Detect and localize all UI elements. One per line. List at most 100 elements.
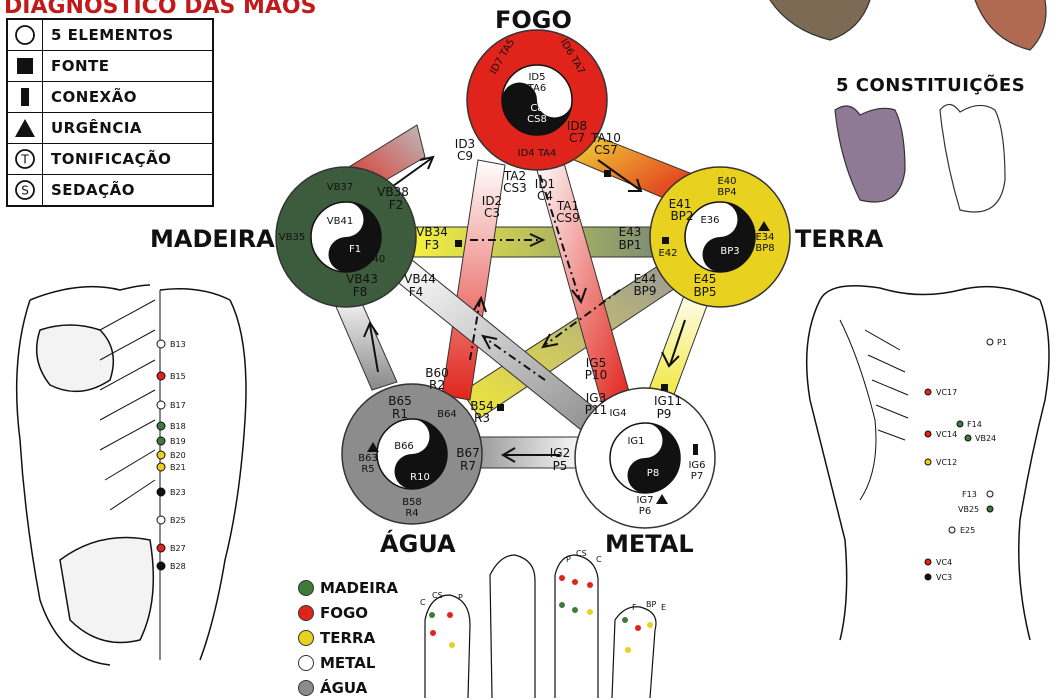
back-figure — [17, 285, 246, 665]
svg-text:VB25: VB25 — [958, 505, 979, 514]
svg-text:P9: P9 — [657, 407, 672, 421]
svg-text:F14: F14 — [967, 420, 982, 429]
back-points: B13 B15 B17 B18 B19 B20 B21 B23 B25 B27 … — [157, 340, 186, 571]
svg-text:BP9: BP9 — [633, 284, 656, 298]
svg-text:B28: B28 — [170, 562, 186, 571]
key-row-agua: ÁGUA — [298, 675, 398, 700]
key-label: ÁGUA — [320, 679, 367, 697]
element-terra: E36 BP3 E40 BP4 E34 BP8 E42 — [650, 167, 790, 307]
svg-text:C8: C8 — [530, 103, 543, 114]
key-row-terra: TERRA — [298, 625, 398, 650]
svg-text:CS: CS — [576, 549, 587, 558]
svg-text:B63: B63 — [358, 453, 378, 464]
svg-text:C7: C7 — [569, 131, 585, 145]
key-label: METAL — [320, 654, 375, 672]
svg-text:CS7: CS7 — [594, 143, 618, 157]
madeira-dot-icon — [298, 580, 314, 596]
svg-text:B17: B17 — [170, 401, 186, 410]
element-fogo: ID5 TA6 C8 CS8 ID7 TA5 ID6 TA7 ID4 TA4 — [467, 30, 607, 170]
svg-text:R2: R2 — [429, 378, 445, 392]
svg-text:F: F — [632, 603, 637, 612]
svg-text:IG4: IG4 — [609, 408, 626, 419]
svg-text:R4: R4 — [405, 508, 418, 519]
svg-text:IG11: IG11 — [654, 394, 682, 408]
svg-text:P10: P10 — [585, 368, 608, 382]
svg-text:VB24: VB24 — [975, 434, 996, 443]
svg-text:C4: C4 — [537, 189, 553, 203]
svg-text:BP5: BP5 — [693, 285, 716, 299]
svg-text:VB43: VB43 — [346, 272, 378, 286]
svg-text:BP4: BP4 — [717, 187, 736, 198]
key-label: TERRA — [320, 629, 375, 647]
svg-text:R1: R1 — [392, 407, 408, 421]
svg-text:BP1: BP1 — [618, 238, 641, 252]
fogo-dot-icon — [298, 605, 314, 621]
svg-text:IG1: IG1 — [627, 436, 644, 447]
svg-text:VB40: VB40 — [359, 254, 385, 265]
svg-text:B64: B64 — [437, 409, 457, 420]
svg-text:P6: P6 — [639, 506, 651, 517]
svg-text:E42: E42 — [658, 248, 677, 259]
svg-text:R3: R3 — [474, 411, 490, 425]
svg-text:BP3: BP3 — [720, 246, 739, 257]
band-metal-agua — [476, 437, 588, 468]
key-row-fogo: FOGO — [298, 600, 398, 625]
color-key: MADEIRA FOGO TERRA METAL ÁGUA — [298, 575, 398, 700]
svg-text:B18: B18 — [170, 422, 186, 431]
svg-text:B15: B15 — [170, 372, 186, 381]
svg-text:CS3: CS3 — [503, 181, 527, 195]
label-metal: METAL — [605, 530, 694, 558]
svg-text:TA6: TA6 — [527, 83, 547, 94]
svg-text:B13: B13 — [170, 340, 186, 349]
svg-text:VC17: VC17 — [936, 388, 957, 397]
finger-illustrations — [425, 555, 656, 698]
svg-text:ID4 TA4: ID4 TA4 — [518, 148, 557, 159]
svg-text:C9: C9 — [457, 149, 473, 163]
svg-text:B58: B58 — [402, 497, 422, 508]
svg-text:B25: B25 — [170, 516, 186, 525]
key-row-madeira: MADEIRA — [298, 575, 398, 600]
svg-text:VB44: VB44 — [404, 272, 436, 286]
svg-text:P: P — [458, 593, 463, 602]
svg-text:VB35: VB35 — [279, 232, 305, 243]
svg-text:B19: B19 — [170, 437, 186, 446]
front-points: P1 VC17 F14 VC14 VB24 VC12 F13 VB25 E25 … — [925, 338, 1007, 582]
svg-text:C3: C3 — [484, 206, 500, 220]
svg-text:E36: E36 — [700, 215, 719, 226]
svg-text:BP2: BP2 — [670, 209, 693, 223]
terra-dot-icon — [298, 630, 314, 646]
svg-text:B20: B20 — [170, 451, 186, 460]
svg-text:R10: R10 — [410, 472, 430, 483]
svg-text:R5: R5 — [361, 464, 374, 475]
svg-text:VB34: VB34 — [416, 225, 448, 239]
key-label: MADEIRA — [320, 579, 398, 597]
svg-text:VB41: VB41 — [327, 216, 353, 227]
svg-text:P11: P11 — [585, 403, 608, 417]
svg-text:P5: P5 — [553, 459, 568, 473]
svg-text:F2: F2 — [389, 198, 404, 212]
svg-text:P7: P7 — [691, 471, 703, 482]
svg-text:E: E — [661, 603, 666, 612]
key-label: FOGO — [320, 604, 368, 622]
svg-text:VC3: VC3 — [936, 573, 952, 582]
agua-dot-icon — [298, 680, 314, 696]
svg-text:E34: E34 — [755, 232, 774, 243]
svg-text:VC12: VC12 — [936, 458, 957, 467]
svg-text:CS9: CS9 — [556, 211, 580, 225]
svg-text:B65: B65 — [388, 394, 412, 408]
svg-text:B27: B27 — [170, 544, 186, 553]
label-fogo: FOGO — [495, 6, 572, 34]
svg-text:CS: CS — [432, 591, 443, 600]
svg-text:F4: F4 — [409, 285, 424, 299]
hand-illustrations — [770, 0, 1046, 212]
svg-text:E25: E25 — [960, 526, 975, 535]
metal-dot-icon — [298, 655, 314, 671]
svg-text:F13: F13 — [962, 490, 977, 499]
constitutions-label: 5 CONSTITUIÇÕES — [836, 75, 1025, 96]
svg-text:BP8: BP8 — [755, 243, 774, 254]
svg-text:P1: P1 — [997, 338, 1007, 347]
svg-text:C: C — [596, 555, 602, 564]
key-row-metal: METAL — [298, 650, 398, 675]
svg-text:R7: R7 — [460, 459, 476, 473]
